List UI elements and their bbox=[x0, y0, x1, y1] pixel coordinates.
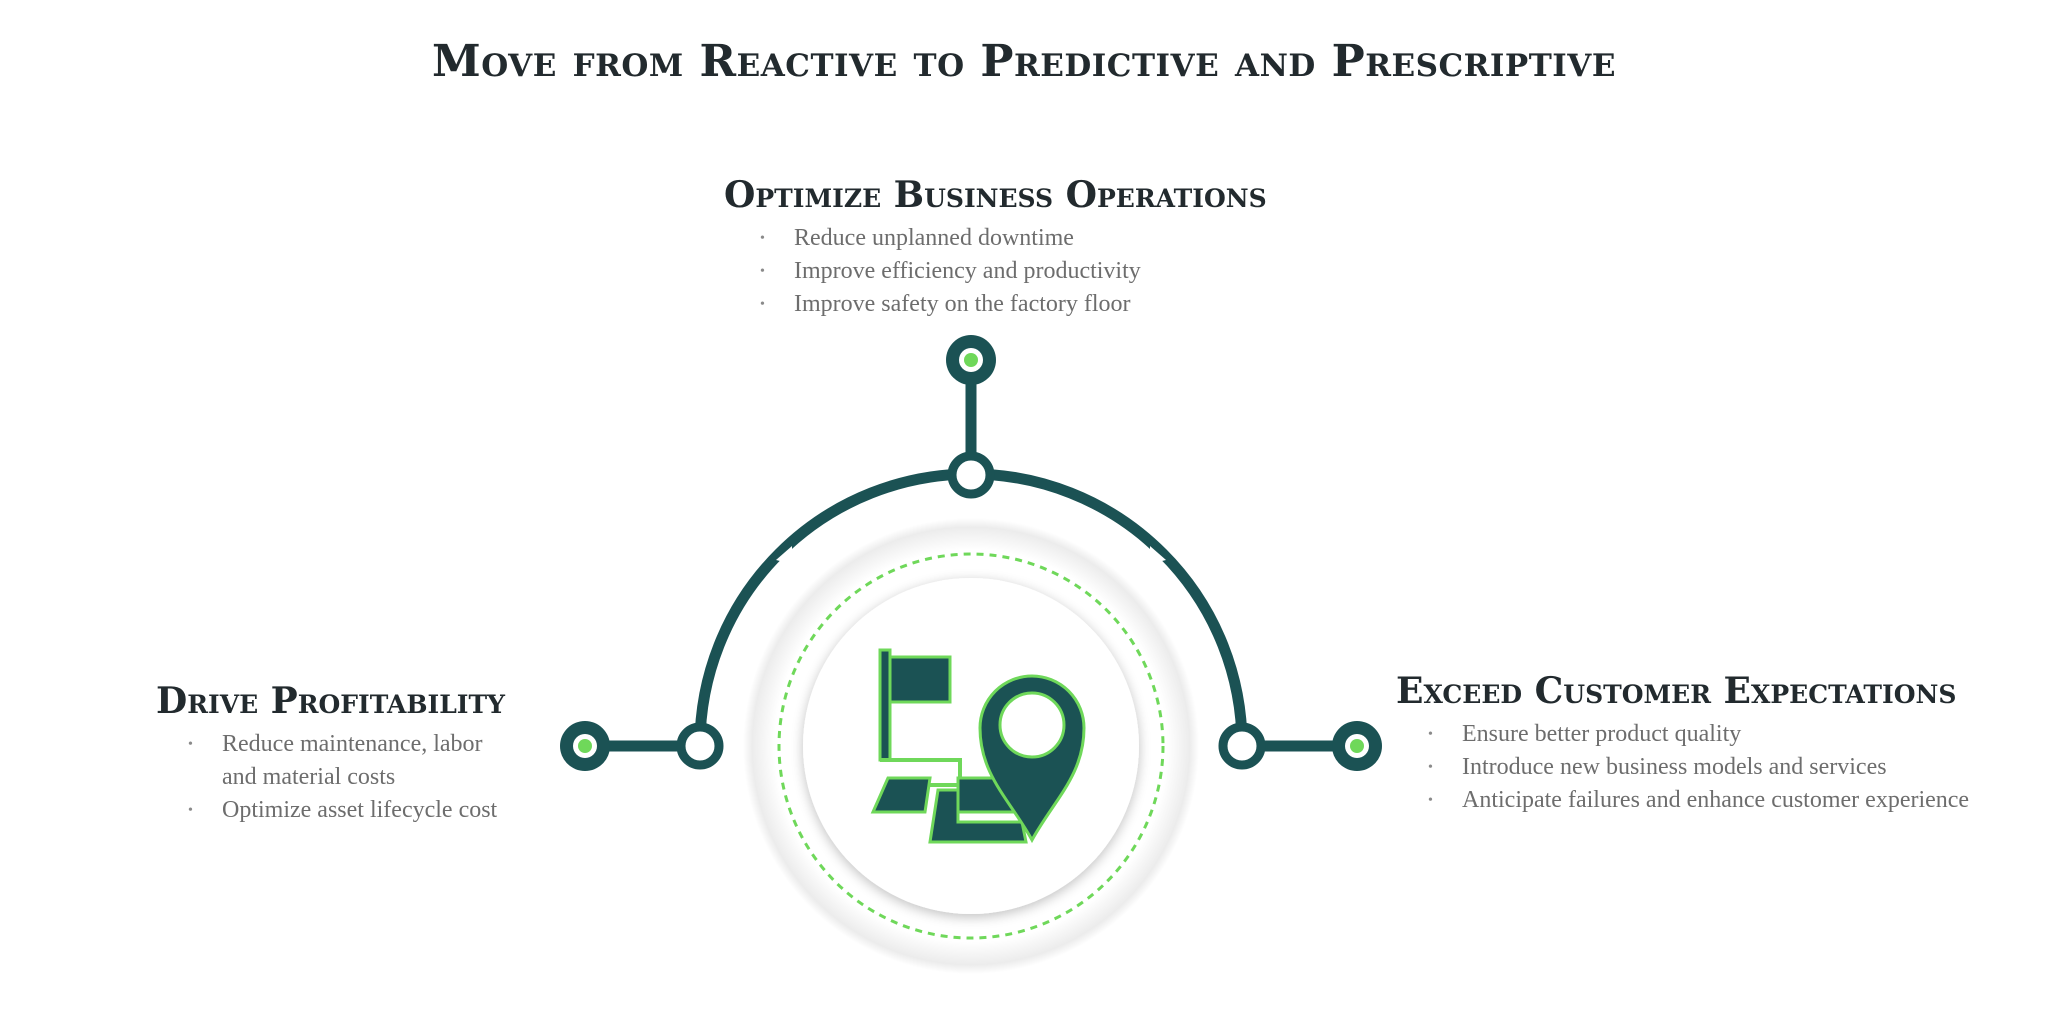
list-item: Optimize asset lifecycle cost bbox=[186, 794, 505, 827]
bullet-list: Reduce unplanned downtime Improve effici… bbox=[758, 222, 1267, 321]
flag-icon bbox=[878, 648, 952, 762]
end-node-top bbox=[946, 335, 996, 385]
center-dashed-ring bbox=[777, 552, 1165, 940]
section-heading: Exceed Customer Expectations bbox=[1396, 670, 1957, 712]
section-exceed-expectations: Exceed Customer Expectations Ensure bett… bbox=[1396, 670, 1969, 817]
arc-notch-right bbox=[1150, 546, 1166, 564]
bullet-list: Reduce maintenance, labor and material c… bbox=[186, 728, 505, 827]
list-item: Ensure better product quality bbox=[1426, 718, 1969, 751]
bullet-list: Ensure better product quality Introduce … bbox=[1426, 718, 1969, 817]
map-pin-icon bbox=[978, 674, 1086, 844]
junction-node-top bbox=[947, 451, 995, 499]
list-item: Reduce unplanned downtime bbox=[758, 222, 1267, 255]
junction-node-left bbox=[676, 722, 724, 770]
section-heading: Optimize Business Operations bbox=[724, 174, 1267, 216]
section-drive-profitability: Drive Profitability Reduce maintenance, … bbox=[156, 680, 505, 827]
junction-node-right bbox=[1218, 722, 1266, 770]
list-item: Reduce maintenance, labor bbox=[186, 728, 505, 761]
center-disc bbox=[803, 578, 1139, 914]
arc-notch-left bbox=[776, 546, 792, 564]
end-node-right bbox=[1332, 721, 1382, 771]
section-optimize-operations: Optimize Business Operations Reduce unpl… bbox=[724, 174, 1267, 321]
end-node-left bbox=[560, 721, 610, 771]
list-item: Improve safety on the factory floor bbox=[758, 288, 1267, 321]
list-item: Improve efficiency and productivity bbox=[758, 255, 1267, 288]
section-heading: Drive Profitability bbox=[156, 680, 505, 722]
list-item: Anticipate failures and enhance customer… bbox=[1426, 784, 1969, 817]
list-item: Introduce new business models and servic… bbox=[1426, 751, 1969, 784]
list-item-continuation: and material costs bbox=[222, 764, 396, 790]
page-title: Move from Reactive to Predictive and Pre… bbox=[431, 36, 1616, 87]
